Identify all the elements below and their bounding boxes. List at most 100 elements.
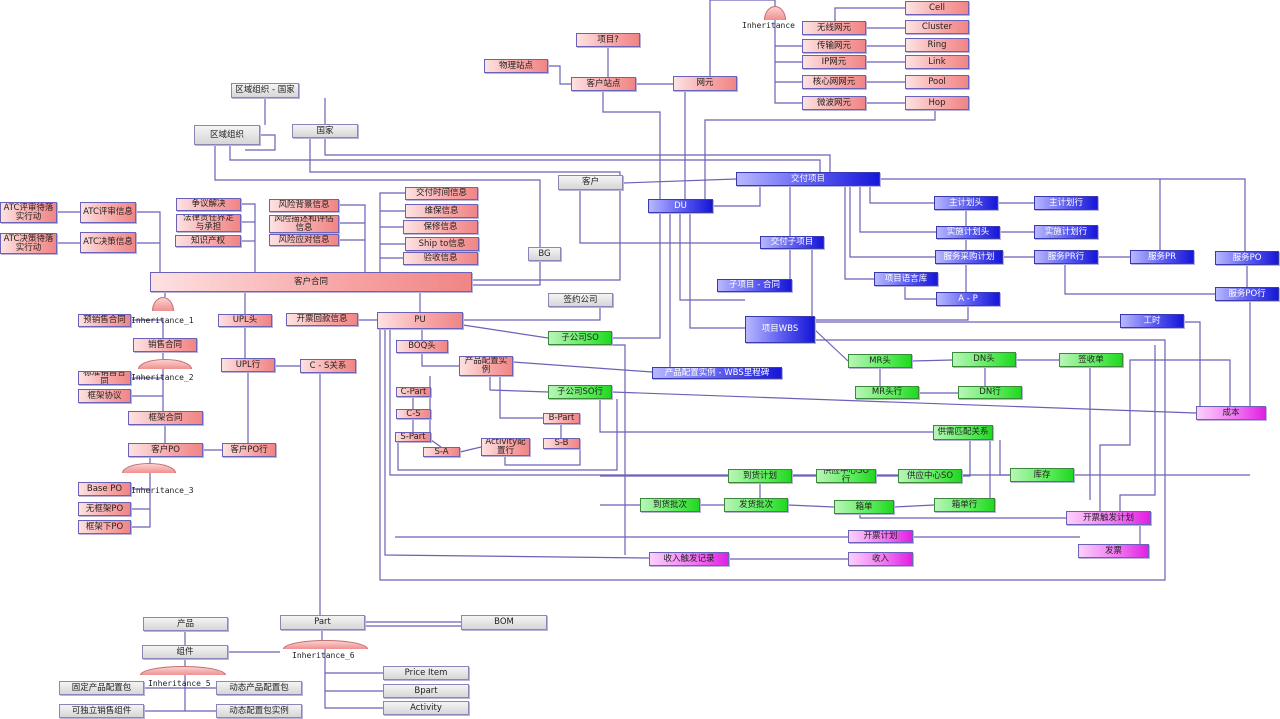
entity-subsidiary-so-line[interactable]: 子公司SO行	[548, 385, 612, 399]
entity-c-s[interactable]: C-S	[396, 409, 431, 419]
entity-risk-response[interactable]: 风险应对信息	[269, 234, 339, 246]
entity-risk-background[interactable]: 风险背景信息	[269, 199, 339, 212]
entity-s-b[interactable]: S-B	[543, 438, 580, 449]
entity-region-org[interactable]: 区域组织	[194, 125, 260, 145]
entity-ring[interactable]: Ring	[905, 38, 969, 52]
entity-service-pr[interactable]: 服务PR	[1130, 250, 1194, 264]
entity-du[interactable]: DU	[648, 199, 713, 213]
entity-region-country[interactable]: 区域组织 - 国家	[231, 83, 299, 98]
entity-product-config-instance[interactable]: 产品配置实例	[459, 356, 513, 376]
entity-invoice-payment-info[interactable]: 开票回款信息	[286, 313, 358, 326]
entity-core-ne[interactable]: 核心网网元	[802, 75, 866, 89]
entity-work-hours[interactable]: 工时	[1120, 314, 1184, 328]
entity-upl-head[interactable]: UPL头	[218, 314, 272, 327]
entity-service-po[interactable]: 服务PO	[1215, 251, 1279, 265]
entity-mr-head[interactable]: MR头	[848, 354, 912, 368]
entity-activity[interactable]: Activity	[383, 701, 469, 715]
entity-atc-decision-action[interactable]: ATC决策待落实行动	[0, 233, 57, 254]
entity-pu[interactable]: PU	[377, 312, 463, 329]
entity-impl-plan-line[interactable]: 实施计划行	[1034, 225, 1098, 239]
entity-mr-line[interactable]: MR头行	[855, 386, 919, 399]
entity-supply-center-so-line[interactable]: 供应中心SO行	[816, 469, 876, 483]
entity-standard-sales-contract[interactable]: 标准销售合同	[78, 371, 131, 385]
entity-product[interactable]: 产品	[143, 617, 228, 631]
entity-cost[interactable]: 成本	[1196, 406, 1266, 420]
entity-activity-config-line[interactable]: Activity配置行	[481, 438, 530, 456]
entity-b-part[interactable]: B-Part	[543, 413, 580, 424]
entity-ip-ne[interactable]: IP网元	[802, 55, 866, 69]
entity-risk-description[interactable]: 风险描述和评估信息	[269, 215, 339, 233]
entity-fixed-config-package[interactable]: 固定产品配置包	[59, 681, 144, 695]
entity-customer-po[interactable]: 客户PO	[128, 443, 203, 457]
entity-supply-demand-match[interactable]: 供需匹配关系	[933, 425, 993, 440]
entity-ip[interactable]: 知识产权	[175, 235, 241, 247]
entity-no-framework-po[interactable]: 无框架PO	[78, 502, 131, 516]
entity-sales-contract[interactable]: 销售合同	[133, 338, 197, 352]
entity-standalone-component[interactable]: 可独立销售组件	[59, 704, 144, 718]
entity-physical-site[interactable]: 物理站点	[484, 59, 548, 73]
entity-presale-contract[interactable]: 预销售合同	[78, 314, 131, 327]
entity-delivery-time-info[interactable]: 交付时间信息	[405, 187, 478, 200]
entity-framework-agreement[interactable]: 框架协议	[78, 389, 131, 403]
entity-invoice-trigger-plan[interactable]: 开票触发计划	[1066, 511, 1151, 525]
entity-s-a[interactable]: S-A	[423, 447, 460, 457]
entity-atc-decision-info[interactable]: ATC决策信息	[80, 232, 136, 253]
entity-revenue-trigger-record[interactable]: 收入触发记录	[649, 552, 729, 566]
entity-dynamic-config-package[interactable]: 动态产品配置包	[216, 681, 302, 695]
entity-project-lang-lib[interactable]: 项目语言库	[874, 272, 938, 286]
entity-dynamic-package-instance[interactable]: 动态配置包实例	[216, 704, 302, 718]
entity-warranty-info[interactable]: 保修信息	[403, 220, 478, 234]
entity-dispute[interactable]: 争议解决	[176, 198, 241, 211]
entity-customer-po-line[interactable]: 客户PO行	[222, 443, 276, 457]
entity-service-po-line[interactable]: 服务PO行	[1215, 287, 1279, 301]
entity-microwave-ne[interactable]: 微波网元	[802, 96, 866, 110]
entity-revenue[interactable]: 收入	[848, 552, 913, 566]
entity-inventory[interactable]: 库存	[1010, 468, 1074, 482]
entity-upl-line[interactable]: UPL行	[221, 358, 275, 372]
entity-arrival-plan[interactable]: 到货计划	[728, 469, 792, 483]
entity-dn-line[interactable]: DN行	[958, 386, 1022, 399]
entity-subsidiary-so[interactable]: 子公司SO	[548, 331, 612, 345]
entity-invoice[interactable]: 发票	[1078, 544, 1149, 558]
entity-arrival-batch[interactable]: 到货批次	[640, 498, 700, 512]
entity-framework-contract[interactable]: 框架合同	[128, 411, 203, 425]
entity-transport-ne[interactable]: 传输网元	[802, 39, 866, 53]
entity-cell[interactable]: Cell	[905, 1, 969, 15]
entity-a-p[interactable]: A - P	[936, 292, 1000, 306]
entity-wireless-ne[interactable]: 无线网元	[802, 21, 866, 35]
entity-project-q[interactable]: 项目?	[576, 33, 640, 47]
entity-country[interactable]: 国家	[292, 124, 358, 138]
entity-dn-head[interactable]: DN头	[952, 352, 1016, 367]
entity-shipment-batch[interactable]: 发货批次	[724, 498, 788, 512]
entity-service-purchase-plan[interactable]: 服务采购计划	[935, 250, 1003, 264]
entity-signing-company[interactable]: 签约公司	[548, 293, 613, 307]
entity-s-part[interactable]: S-Part	[395, 432, 431, 442]
entity-atc-review-action[interactable]: ATC评审待落实行动	[0, 202, 57, 223]
entity-delivery-project[interactable]: 交付项目	[736, 172, 880, 186]
entity-supply-center-so[interactable]: 供应中心SO	[898, 469, 962, 483]
entity-bpart[interactable]: Bpart	[383, 684, 469, 698]
entity-customer-site[interactable]: 客户站点	[571, 77, 636, 91]
entity-master-plan-line[interactable]: 主计划行	[1034, 196, 1098, 210]
entity-packing-list[interactable]: 箱单	[834, 500, 894, 514]
entity-ship-to-info[interactable]: Ship to信息	[405, 237, 479, 251]
entity-base-po[interactable]: Base PO	[78, 482, 131, 496]
entity-component[interactable]: 组件	[142, 645, 228, 659]
entity-customer[interactable]: 客户	[558, 175, 623, 190]
entity-customer-contract[interactable]: 客户合同	[150, 272, 472, 292]
entity-packing-line[interactable]: 箱单行	[934, 498, 995, 512]
entity-atc-review-info[interactable]: ATC评审信息	[80, 202, 136, 223]
entity-pci-wbs-milestone[interactable]: 产品配置实例 - WBS里程碑	[652, 367, 782, 379]
entity-impl-plan-head[interactable]: 实施计划头	[936, 226, 1000, 239]
entity-bg[interactable]: BG	[528, 247, 561, 261]
entity-part[interactable]: Part	[280, 615, 365, 630]
entity-delivery-subproject[interactable]: 交付子项目	[760, 236, 824, 249]
entity-network-element[interactable]: 网元	[673, 76, 737, 91]
entity-cs-relation[interactable]: C - S关系	[300, 359, 356, 373]
entity-liability[interactable]: 法律责任界定与承担	[176, 214, 241, 232]
entity-boq-head[interactable]: BOQ头	[396, 340, 448, 353]
entity-hop[interactable]: Hop	[905, 96, 969, 110]
entity-cluster[interactable]: Cluster	[905, 20, 969, 34]
entity-subproject-contract[interactable]: 子项目 - 合同	[717, 279, 792, 292]
entity-service-pr-line[interactable]: 服务PR行	[1034, 250, 1098, 264]
